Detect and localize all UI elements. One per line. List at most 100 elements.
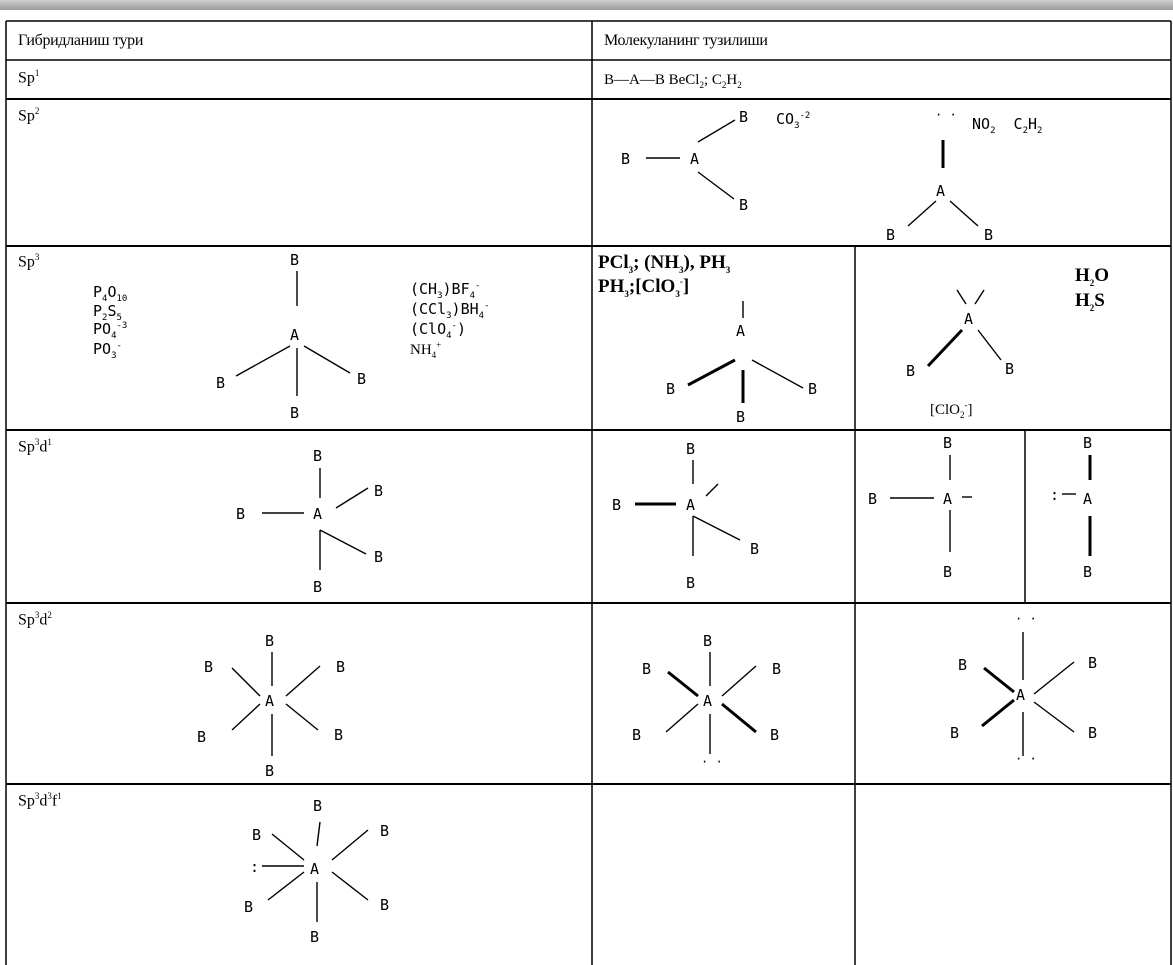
sp3-atom-a: A bbox=[290, 326, 300, 344]
formula-po4: PO4-3 bbox=[93, 320, 128, 341]
formula-clo2: [ClO2-] bbox=[930, 400, 973, 420]
sp3d1-atom-b-right: B bbox=[374, 482, 384, 500]
sp3d2-right-atom-a: A bbox=[1016, 686, 1026, 704]
sp3d2-mid-atom-b-top: B bbox=[703, 632, 713, 650]
sp3-atom-b-left: B bbox=[216, 374, 226, 392]
sp3d2-right-atom-b-lower-right: B bbox=[1088, 724, 1098, 742]
sp3d2-right-atom-b-upper-right: B bbox=[1088, 654, 1098, 672]
sp3d2-right-lone-pair-bottom: · · bbox=[1015, 752, 1037, 766]
sp2-co3: CO3-2 bbox=[776, 110, 811, 131]
sp2-atom-a-right: A bbox=[936, 182, 946, 200]
sp3d2-mid-atom-b-upper-left: B bbox=[642, 660, 652, 678]
formula-h2s: H2S bbox=[1075, 290, 1105, 313]
sp3-right-atom-b-right: B bbox=[1005, 360, 1015, 378]
sp3d1-far-atom-b-bottom: B bbox=[1083, 563, 1093, 581]
sp3d2-right-atom-b-lower-left: B bbox=[950, 724, 960, 742]
sp3d2-atom-b-bottom: B bbox=[265, 762, 275, 780]
window-top-bar bbox=[0, 0, 1173, 10]
row-label-sp3d3f1: Sp3d3f1 bbox=[18, 791, 62, 810]
sp3-right-atom-b-left: B bbox=[906, 362, 916, 380]
sp3d1-far-lone-pair: : bbox=[1050, 486, 1060, 504]
sp2-no2-c2h2: NO2 C2H2 bbox=[972, 115, 1043, 136]
sp3d1-far-atom-b-top: B bbox=[1083, 434, 1093, 452]
sp3-atom-b-right: B bbox=[357, 370, 367, 388]
sp2-atom-b-right-left: B bbox=[886, 226, 896, 244]
formula-p4o10: P4O10 bbox=[93, 283, 128, 304]
sp3d2-atom-b-lower-left: B bbox=[197, 728, 207, 746]
sp3-atom-b-bottom: B bbox=[290, 404, 300, 422]
sp3d2-atom-a: A bbox=[265, 692, 275, 710]
sp2-atom-b-right-right: B bbox=[984, 226, 994, 244]
sp3d1-right-atom-b-bottom: B bbox=[943, 563, 953, 581]
sp2-atom-b-top: B bbox=[739, 108, 749, 126]
sp3d1-atom-a: A bbox=[313, 505, 323, 523]
formula-ccl3bh4: (CCl3)BH4- bbox=[410, 300, 490, 321]
sp2-atom-a: A bbox=[690, 150, 700, 168]
sp2-atom-b-bottom: B bbox=[739, 196, 749, 214]
sp3d2-mid-atom-b-upper-right: B bbox=[772, 660, 782, 678]
sp2-lone-pair: · · bbox=[935, 108, 957, 122]
formula-po3: PO3- bbox=[93, 340, 122, 361]
sp3d3f1-atom-b-top: B bbox=[313, 797, 323, 815]
sp1-formula: B—A—B BeCl2; C2H2 bbox=[604, 72, 742, 90]
sp3d3f1-atom-b-lower-left: B bbox=[244, 898, 254, 916]
sp3d1-right-atom-a: A bbox=[943, 490, 953, 508]
sp3d2-mid-lone-pair: · · bbox=[701, 755, 723, 769]
sp3d2-atom-b-upper-right: B bbox=[336, 658, 346, 676]
sp3-mid-atom-b-right: B bbox=[808, 380, 818, 398]
sp3d1-far-atom-a: A bbox=[1083, 490, 1093, 508]
formula-ch3bf4: (CH3)BF4- bbox=[410, 280, 481, 301]
sp3d1-atom-b-lower-right: B bbox=[374, 548, 384, 566]
document-page bbox=[0, 10, 1173, 965]
sp3-mid-atom-b-left: B bbox=[666, 380, 676, 398]
row-label-sp3: Sp3 bbox=[18, 252, 40, 271]
sp3d3f1-atom-b-lower-right: B bbox=[380, 896, 390, 914]
formula-clo4: (ClO4-) bbox=[410, 320, 466, 341]
sp3d1-mid-atom-b-left: B bbox=[612, 496, 622, 514]
sp3d1-mid-atom-b-bottom: B bbox=[686, 574, 696, 592]
sp3d2-atom-b-lower-right: B bbox=[334, 726, 344, 744]
sp3d1-mid-atom-b-right: B bbox=[750, 540, 760, 558]
row-label-sp3d2: Sp3d2 bbox=[18, 610, 52, 629]
sp3-atom-b-top: B bbox=[290, 251, 300, 269]
sp3d3f1-atom-b-upper-right: B bbox=[380, 822, 390, 840]
sp3d3f1-lone-pair: : bbox=[250, 858, 260, 876]
sp3d2-right-atom-b-upper-left: B bbox=[958, 656, 968, 674]
sp3d2-mid-atom-b-lower-right: B bbox=[770, 726, 780, 744]
row-label-sp1: Sp1 bbox=[18, 68, 40, 87]
sp3d1-atom-b-left: B bbox=[236, 505, 246, 523]
sp3d1-right-atom-b-left: B bbox=[868, 490, 878, 508]
sp3d2-atom-b-upper-left: B bbox=[204, 658, 214, 676]
sp3-mid-atom-a: A bbox=[736, 322, 746, 340]
sp3d1-mid-atom-a: A bbox=[686, 496, 696, 514]
sp3d1-atom-b-bottom: B bbox=[313, 578, 323, 596]
sp3d1-atom-b-top: B bbox=[313, 447, 323, 465]
sp3d3f1-atom-b-bottom: B bbox=[310, 928, 320, 946]
sp3d2-mid-atom-a: A bbox=[703, 692, 713, 710]
row-label-sp2: Sp2 bbox=[18, 106, 40, 125]
header-molecule-structure: Молекуланинг тузилиши bbox=[604, 32, 768, 49]
sp3-mid-atom-b-bottom: B bbox=[736, 408, 746, 426]
formula-h2o: H2O bbox=[1075, 265, 1110, 288]
sp3-right-atom-a: A bbox=[964, 310, 974, 328]
sp3d3f1-atom-a: A bbox=[310, 860, 320, 878]
sp3d2-mid-atom-b-lower-left: B bbox=[632, 726, 642, 744]
header-hybridization-type: Гибридланиш тури bbox=[18, 32, 144, 49]
sp3-mid-formula-line1: PCl3; (NH3), PH3 bbox=[598, 252, 731, 275]
sp3d2-right-lone-pair-top: · · bbox=[1015, 612, 1037, 626]
row-label-sp3d1: Sp3d1 bbox=[18, 437, 52, 456]
sp3d1-mid-atom-b-top: B bbox=[686, 440, 696, 458]
sp3-mid-formula-line2: PH3;[ClO3-] bbox=[598, 276, 690, 299]
